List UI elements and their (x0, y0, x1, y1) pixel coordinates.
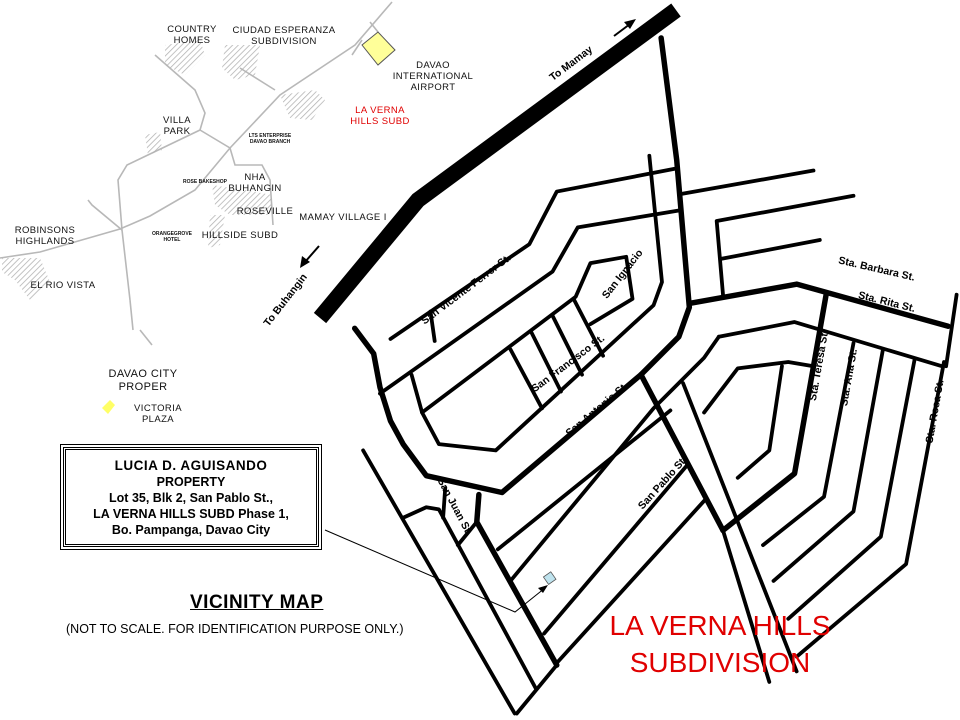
label-el-rio: EL RIO VISTA (31, 280, 96, 291)
label-rose-bakeshop: ROSE BAKESHOP (183, 179, 228, 185)
label-san-pablo: San Pablo St. (636, 454, 690, 512)
label-sta-barbara: Sta. Barbara St. (837, 254, 916, 283)
label-nha-2: BUHANGIN (228, 183, 281, 194)
label-victoria-2: PLAZA (142, 414, 174, 425)
property-type: PROPERTY (156, 475, 226, 489)
label-airport: DAVAO (416, 60, 450, 71)
label-san-vicente: San Vicente Ferrer St. (419, 252, 513, 327)
label-hillside: HILLSIDE SUBD (202, 230, 278, 241)
highway (313, 3, 681, 324)
label-robinsons: ROBINSONS (15, 225, 76, 236)
label-victoria: VICTORIA (134, 403, 182, 414)
label-lts: LTS ENTERPRISE (249, 133, 292, 139)
victoria-plaza-marker (102, 400, 115, 414)
label-country-homes-2: HOMES (174, 35, 211, 46)
label-villa-park: VILLA (163, 115, 191, 126)
property-subd: LA VERNA HILLS SUBD Phase 1, (93, 507, 289, 521)
label-roseville: ROSEVILLE (237, 206, 293, 217)
property-marker (542, 571, 557, 585)
airport-marker (361, 31, 396, 66)
label-san-ignacio: San Ignacio (600, 247, 646, 301)
property-place: Bo. Pampanga, Davao City (111, 523, 271, 537)
label-nha: NHA (244, 172, 266, 183)
subdivision-streets (351, 35, 959, 716)
owner-name: LUCIA D. AGUISANDO (114, 458, 268, 473)
subdivision-title-line2: SUBDIVISION (629, 647, 811, 678)
label-lts-2: DAVAO BRANCH (250, 139, 291, 145)
label-mamay: MAMAY VILLAGE I (299, 212, 386, 223)
leader-line (324, 529, 546, 613)
subdivision-title-line1: LA VERNA HILLS (609, 610, 831, 641)
vicinity-map-title: VICINITY MAP (190, 592, 324, 613)
label-sta-rosa: Sta. Rosa St. (924, 379, 947, 444)
label-orangegrove-2: HOTEL (164, 237, 181, 243)
label-davao-city-2: PROPER (119, 381, 168, 393)
label-davao-city: DAVAO CITY (109, 368, 178, 380)
label-ciudad-2: SUBDIVISION (251, 36, 317, 47)
label-to-buhangin: To Buhangin (261, 271, 309, 328)
label-san-antonio: San Antonio St. (563, 380, 630, 439)
label-country-homes: COUNTRY (167, 24, 217, 35)
label-sta-ana: Sta. Ana St. (838, 348, 860, 407)
label-orangegrove: ORANGEGROVE (152, 231, 193, 237)
property-lot: Lot 35, Blk 2, San Pablo St., (109, 491, 273, 505)
label-la-verna-2: HILLS SUBD (350, 116, 409, 127)
arrow-to-buhangin-icon (300, 245, 320, 268)
regional-roads (0, 1, 393, 346)
vicinity-map-subtitle: (NOT TO SCALE. FOR IDENTIFICATION PURPOS… (66, 622, 404, 636)
label-villa-park-2: PARK (164, 126, 191, 137)
arrowhead-icon (538, 585, 548, 593)
label-airport-2: INTERNATIONAL (393, 71, 474, 82)
label-la-verna: LA VERNA (355, 105, 405, 116)
subdivision-blocks (2, 40, 325, 300)
label-ciudad: CIUDAD ESPERANZA (232, 25, 335, 36)
property-info-box: LUCIA D. AGUISANDO PROPERTY Lot 35, Blk … (60, 444, 322, 550)
label-airport-3: AIRPORT (411, 82, 456, 93)
label-robinsons-2: HIGHLANDS (15, 236, 74, 247)
arrow-to-mamay-icon (613, 19, 636, 37)
